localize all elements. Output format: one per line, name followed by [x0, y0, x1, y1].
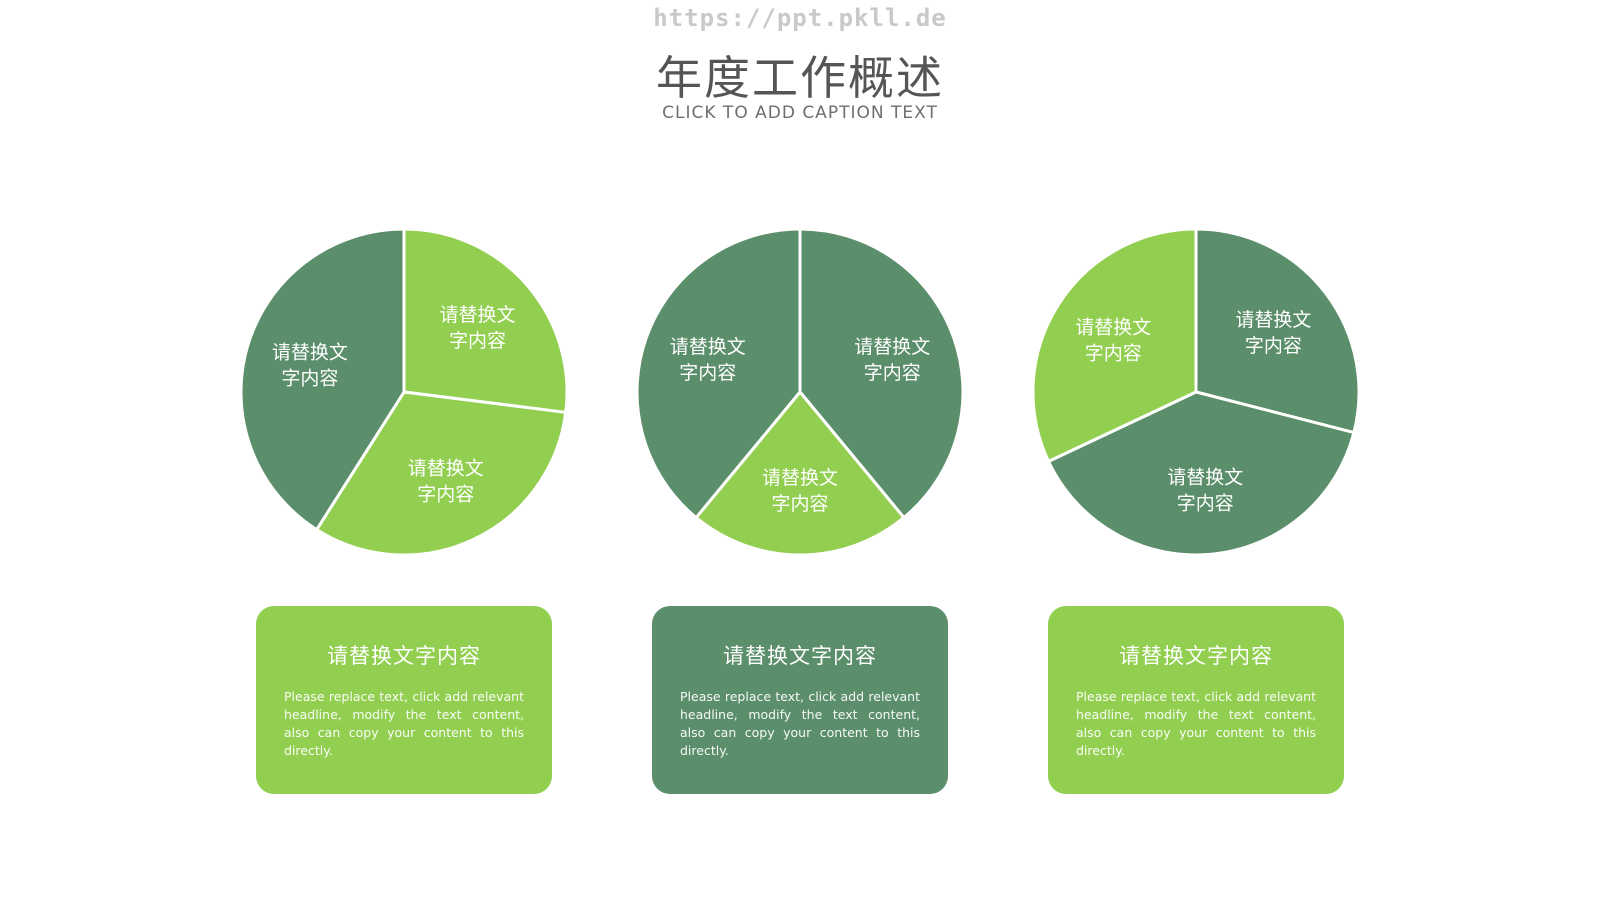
card-title: 请替换文字内容: [723, 644, 877, 668]
info-card-2[interactable]: 请替换文字内容 Please replace text, click add r…: [652, 606, 948, 794]
page-title: 年度工作概述: [656, 51, 944, 105]
pie-slice-label: 请替换文字内容: [854, 336, 930, 384]
pie-slice-label: 请替换文字内容: [1075, 316, 1151, 364]
card-title: 请替换文字内容: [1119, 644, 1273, 668]
info-card-1[interactable]: 请替换文字内容 Please replace text, click add r…: [256, 606, 552, 794]
pie-slice-label: 请替换文字内容: [670, 336, 746, 384]
pie-slice[interactable]: [694, 390, 906, 557]
pie-slice-label: 请替换文字内容: [408, 458, 484, 506]
info-card-3[interactable]: 请替换文字内容 Please replace text, click add r…: [1048, 606, 1344, 794]
pie-slice-label: 请替换文字内容: [762, 467, 838, 515]
pie-slice[interactable]: [1194, 227, 1361, 435]
pie-slice[interactable]: [239, 227, 406, 532]
pie-slice-label: 请替换文字内容: [1167, 467, 1243, 515]
pie-slice[interactable]: [1031, 227, 1198, 463]
pie-slice[interactable]: [798, 227, 965, 520]
card-body: Please replace text, click add relevant …: [680, 689, 920, 758]
card-title: 请替换文字内容: [327, 644, 481, 668]
page-caption: CLICK TO ADD CAPTION TEXT: [662, 103, 938, 123]
pie-slice[interactable]: [635, 227, 802, 520]
pie-charts-row: 请替换文字内容请替换文字内容请替换文字内容 请替换文字内容请替换文字内容请替换文…: [0, 222, 1600, 562]
watermark-url: https://ppt.pkll.de: [653, 4, 947, 32]
pie-slice-label: 请替换文字内容: [440, 304, 516, 352]
card-body: Please replace text, click add relevant …: [284, 689, 524, 758]
pie-slice-label: 请替换文字内容: [1235, 309, 1311, 357]
pie-slice-label: 请替换文字内容: [272, 342, 348, 390]
pie-slice[interactable]: [1047, 390, 1356, 557]
card-body: Please replace text, click add relevant …: [1076, 689, 1316, 758]
pie-slice[interactable]: [402, 227, 569, 414]
